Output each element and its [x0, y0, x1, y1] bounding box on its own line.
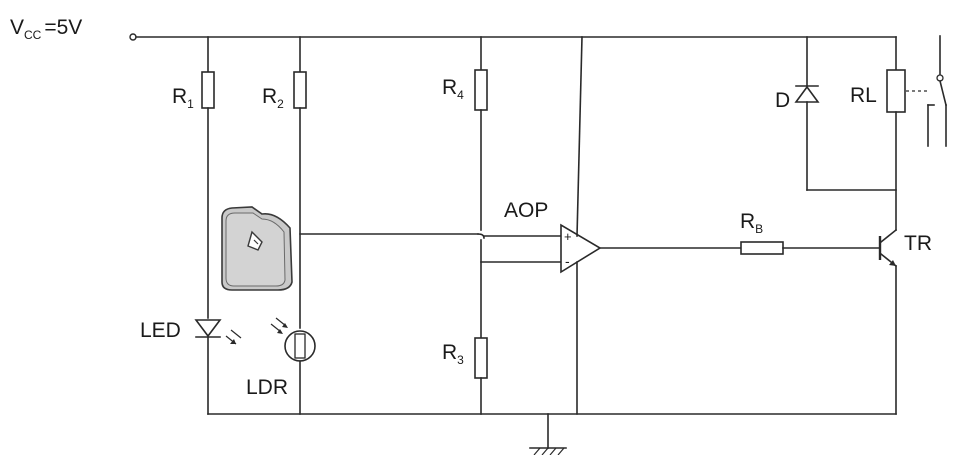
ldr-symbol: [270, 317, 316, 362]
diode-label: D: [775, 89, 790, 112]
opamp-plus-sign: +: [564, 229, 572, 244]
r4-resistor: [474, 69, 488, 111]
opamp-label: AOP: [504, 199, 548, 222]
wire-crossover: [477, 233, 485, 239]
r3-label: R3: [442, 341, 464, 367]
vcc-terminal: [129, 33, 137, 41]
ground-symbol: [529, 413, 567, 456]
led-label: LED: [140, 319, 181, 342]
r2-resistor: [293, 71, 307, 109]
r2-label: R2: [262, 85, 284, 111]
relay-coil: [886, 69, 906, 113]
relay-switch: [906, 35, 947, 147]
transistor-symbol: [878, 228, 898, 268]
r1-resistor: [201, 71, 215, 109]
rb-resistor: [740, 241, 784, 255]
led-symbol: [194, 319, 242, 345]
opamp-minus-sign: -: [565, 253, 570, 269]
diode-symbol: [794, 85, 820, 103]
ldr-label: LDR: [246, 376, 288, 399]
opamp-supply-wire: [576, 36, 583, 237]
r1-label: R1: [172, 85, 194, 111]
obstacle-object: [221, 206, 293, 291]
relay-label: RL: [850, 84, 877, 107]
opamp-symbol: [560, 223, 602, 274]
rb-label: RB: [740, 210, 763, 236]
r4-label: R4: [442, 76, 464, 102]
r3-resistor: [474, 337, 488, 379]
vcc-label: VCC=5V: [10, 16, 82, 42]
transistor-label: TR: [904, 232, 932, 255]
